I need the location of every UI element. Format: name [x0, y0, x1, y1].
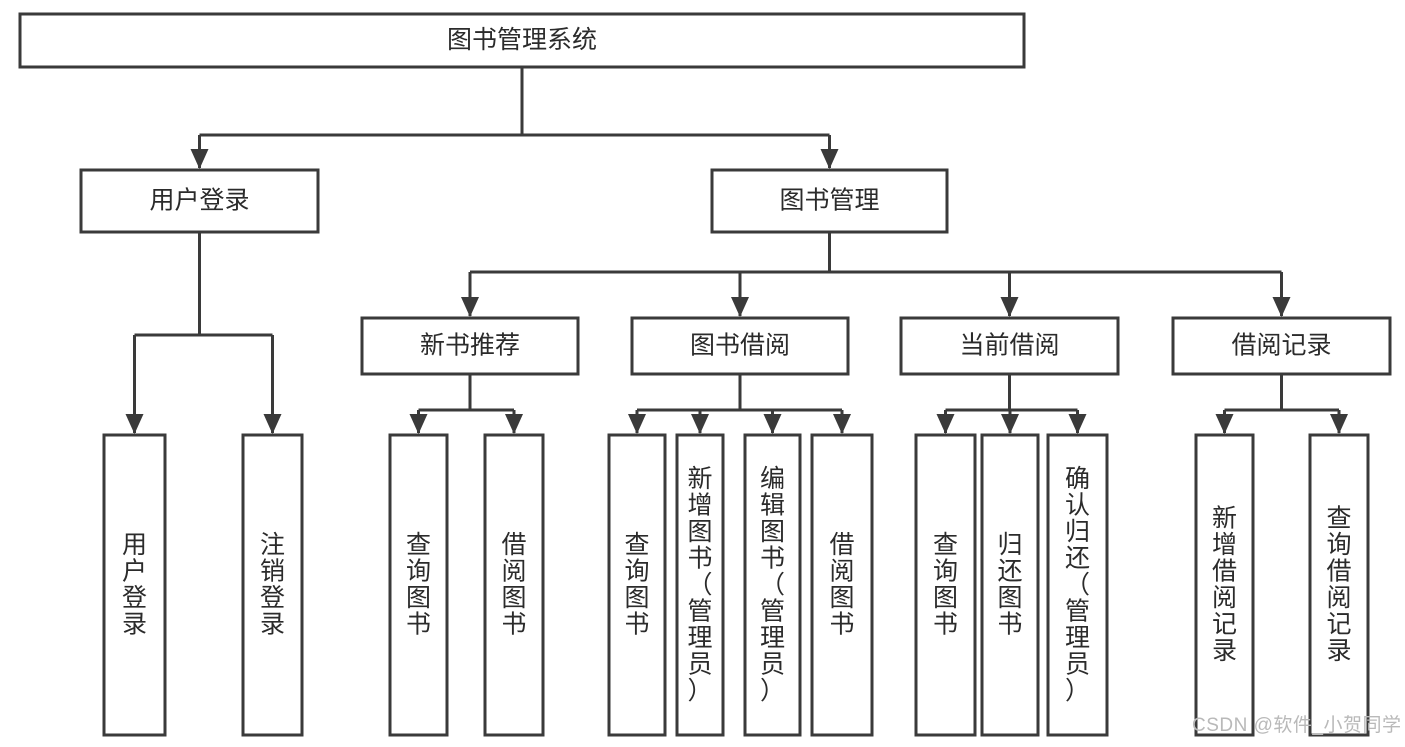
node-label-root: 图书管理系统: [447, 26, 597, 54]
node-leaf-borrow-add[interactable]: 新增图书（管理员）: [675, 433, 725, 737]
node-label-leaf-rec-search: 查询借阅记录: [1326, 505, 1351, 666]
node-label-book-manage: 图书管理: [779, 187, 879, 215]
node-leaf-rec-search[interactable]: 查询借阅记录: [1308, 433, 1370, 737]
arrow-head-current-borrow: [1000, 297, 1019, 317]
node-leaf-cur-query[interactable]: 查询图书: [914, 433, 977, 737]
node-box-leaf-cur-return: [980, 433, 1040, 737]
node-box-leaf-user-logout: [241, 433, 304, 737]
node-box-leaf-cur-confirm: [1046, 433, 1109, 737]
arrow-head-leaf-cur-return: [1001, 414, 1019, 434]
node-box-root: [18, 12, 1026, 69]
node-label-leaf-user-logout: 注销登录: [260, 531, 285, 639]
node-leaf-rec-query[interactable]: 查询图书: [388, 433, 449, 737]
node-box-leaf-borrow-lend: [810, 433, 874, 737]
arrow-head-leaf-user-login: [125, 414, 144, 434]
node-box-leaf-user-login: [102, 433, 167, 737]
node-label-leaf-cur-confirm: 确认归还（管理员）: [1065, 465, 1090, 705]
node-box-book-manage: [710, 168, 949, 234]
node-current-borrow[interactable]: 当前借阅: [899, 316, 1120, 376]
node-label-current-borrow: 当前借阅: [959, 332, 1059, 360]
node-book-borrow[interactable]: 图书借阅: [630, 316, 850, 376]
node-label-user-login: 用户登录: [149, 187, 249, 215]
node-box-current-borrow: [899, 316, 1120, 376]
node-box-new-book-rec: [360, 316, 580, 376]
node-leaf-rec-add[interactable]: 新增借阅记录: [1194, 433, 1255, 737]
arrow-head-leaf-borrow-edit: [763, 414, 782, 434]
arrow-head-leaf-cur-query: [936, 414, 955, 434]
node-box-leaf-rec-add: [1194, 433, 1255, 737]
node-box-leaf-cur-query: [914, 433, 977, 737]
arrow-head-leaf-rec-add: [1215, 414, 1234, 434]
arrow-head-book-manage: [820, 149, 839, 169]
node-label-leaf-borrow-edit: 编辑图书（管理员）: [760, 465, 785, 705]
node-leaf-borrow-edit[interactable]: 编辑图书（管理员）: [743, 433, 802, 737]
node-leaf-user-logout[interactable]: 注销登录: [241, 433, 304, 737]
node-label-leaf-borrow-lend: 借阅图书: [829, 531, 854, 639]
node-layer: 图书管理系统用户登录图书管理新书推荐图书借阅当前借阅借阅记录用户登录注销登录查询…: [18, 12, 1392, 737]
node-box-leaf-borrow-query: [607, 433, 667, 737]
node-leaf-borrow-lend[interactable]: 借阅图书: [810, 433, 874, 737]
node-book-manage[interactable]: 图书管理: [710, 168, 949, 234]
node-leaf-borrow-query[interactable]: 查询图书: [607, 433, 667, 737]
node-leaf-user-login[interactable]: 用户登录: [102, 433, 167, 737]
node-label-leaf-borrow-query: 查询图书: [624, 531, 649, 639]
arrow-head-leaf-borrow-query: [628, 414, 646, 434]
arrow-head-leaf-borrow-lend: [833, 414, 851, 434]
arrow-head-user-login: [190, 149, 209, 169]
node-leaf-cur-confirm[interactable]: 确认归还（管理员）: [1046, 433, 1109, 737]
arrow-head-book-borrow: [731, 297, 749, 317]
node-box-leaf-rec-query: [388, 433, 449, 737]
arrow-head-leaf-rec-query: [409, 414, 428, 434]
node-borrow-record[interactable]: 借阅记录: [1171, 316, 1392, 376]
node-label-new-book-rec: 新书推荐: [420, 332, 520, 360]
arrow-head-leaf-rec-borrow: [505, 414, 523, 434]
node-label-leaf-rec-add: 新增借阅记录: [1212, 505, 1237, 666]
node-user-login[interactable]: 用户登录: [79, 168, 320, 234]
node-box-book-borrow: [630, 316, 850, 376]
node-leaf-rec-borrow[interactable]: 借阅图书: [483, 433, 545, 737]
node-label-leaf-user-login: 用户登录: [122, 531, 147, 639]
connector-layer: [125, 67, 1348, 434]
node-label-leaf-cur-return: 归还图书: [997, 531, 1022, 639]
node-label-leaf-cur-query: 查询图书: [933, 531, 958, 639]
node-box-leaf-borrow-edit: [743, 433, 802, 737]
node-new-book-rec[interactable]: 新书推荐: [360, 316, 580, 376]
node-label-leaf-borrow-add: 新增图书（管理员）: [687, 465, 712, 705]
node-leaf-cur-return[interactable]: 归还图书: [980, 433, 1040, 737]
arrow-head-leaf-user-logout: [263, 414, 282, 434]
arrow-head-leaf-borrow-add: [691, 414, 709, 434]
node-label-leaf-rec-query: 查询图书: [406, 531, 431, 639]
node-label-leaf-rec-borrow: 借阅图书: [501, 531, 526, 639]
arrow-head-new-book-rec: [461, 297, 479, 317]
node-box-user-login: [79, 168, 320, 234]
node-label-book-borrow: 图书借阅: [690, 332, 790, 360]
node-box-leaf-borrow-add: [675, 433, 725, 737]
arrow-head-borrow-record: [1272, 297, 1291, 317]
node-box-leaf-rec-search: [1308, 433, 1370, 737]
arrow-head-leaf-rec-search: [1330, 414, 1348, 434]
node-root[interactable]: 图书管理系统: [18, 12, 1026, 69]
arrow-head-leaf-cur-confirm: [1068, 414, 1087, 434]
csdn-watermark: CSDN @软件_小贺同学: [1192, 714, 1401, 736]
node-label-borrow-record: 借阅记录: [1231, 332, 1331, 360]
node-box-borrow-record: [1171, 316, 1392, 376]
node-box-leaf-rec-borrow: [483, 433, 545, 737]
